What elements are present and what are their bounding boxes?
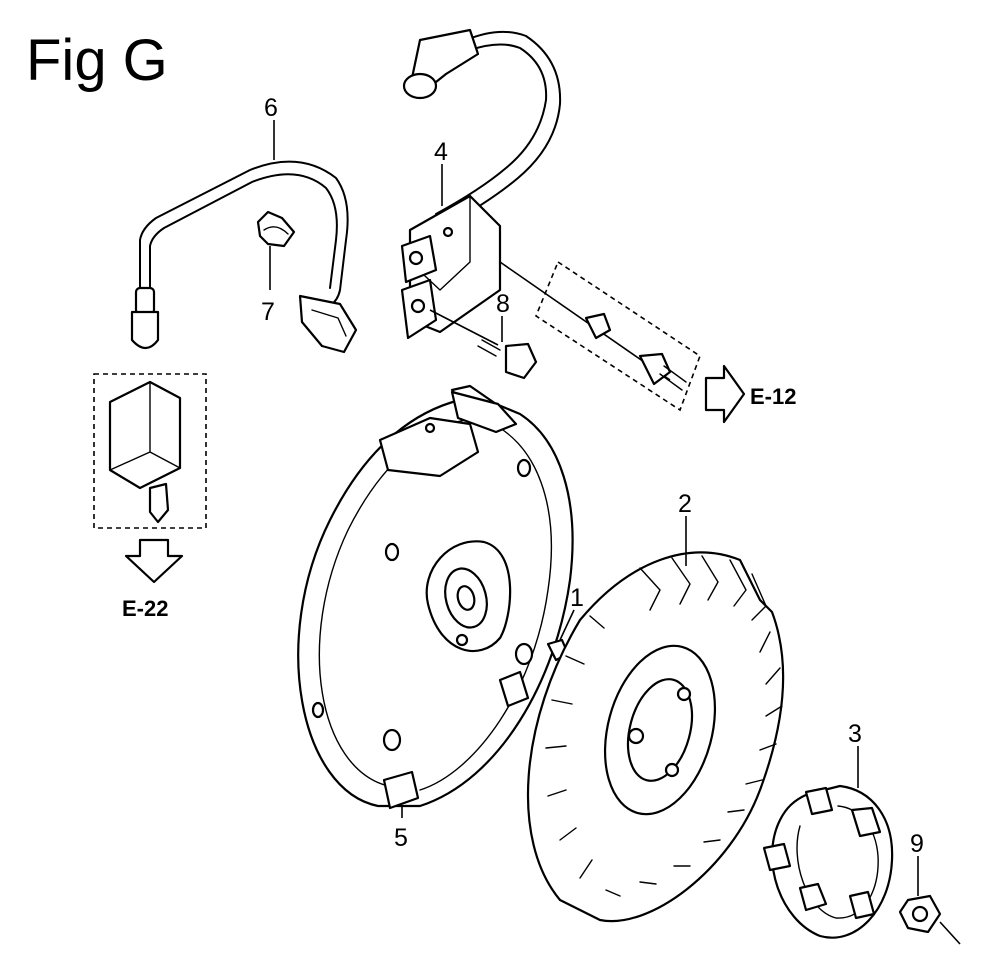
callout-1: 1: [570, 584, 584, 612]
part-6-wire: [130, 160, 358, 354]
callout-9: 9: [910, 830, 924, 858]
part-5-housing: [297, 384, 574, 818]
reference-box-e22: [93, 373, 207, 529]
figure-title: Fig G: [26, 28, 168, 93]
part-2-flywheel: [526, 516, 785, 923]
arrow-right-icon: [704, 364, 746, 424]
callout-3: 3: [848, 720, 862, 748]
callout-8: 8: [496, 290, 510, 318]
part-3-starter-cup: [762, 746, 894, 939]
callout-2: 2: [678, 490, 692, 518]
callout-5: 5: [394, 824, 408, 852]
part-7-clip: [256, 210, 296, 290]
reference-box-e12: [499, 260, 701, 412]
reference-e12: E-12: [750, 384, 796, 409]
callout-7: 7: [261, 298, 275, 326]
reference-e22: E-22: [122, 596, 168, 621]
part-8-bolt: [429, 309, 538, 380]
callout-4: 4: [434, 138, 448, 166]
part-9-nut: [898, 856, 961, 945]
part-4-ignition-coil: [400, 28, 562, 340]
arrow-down-icon: [124, 538, 184, 584]
callout-6: 6: [264, 94, 278, 122]
